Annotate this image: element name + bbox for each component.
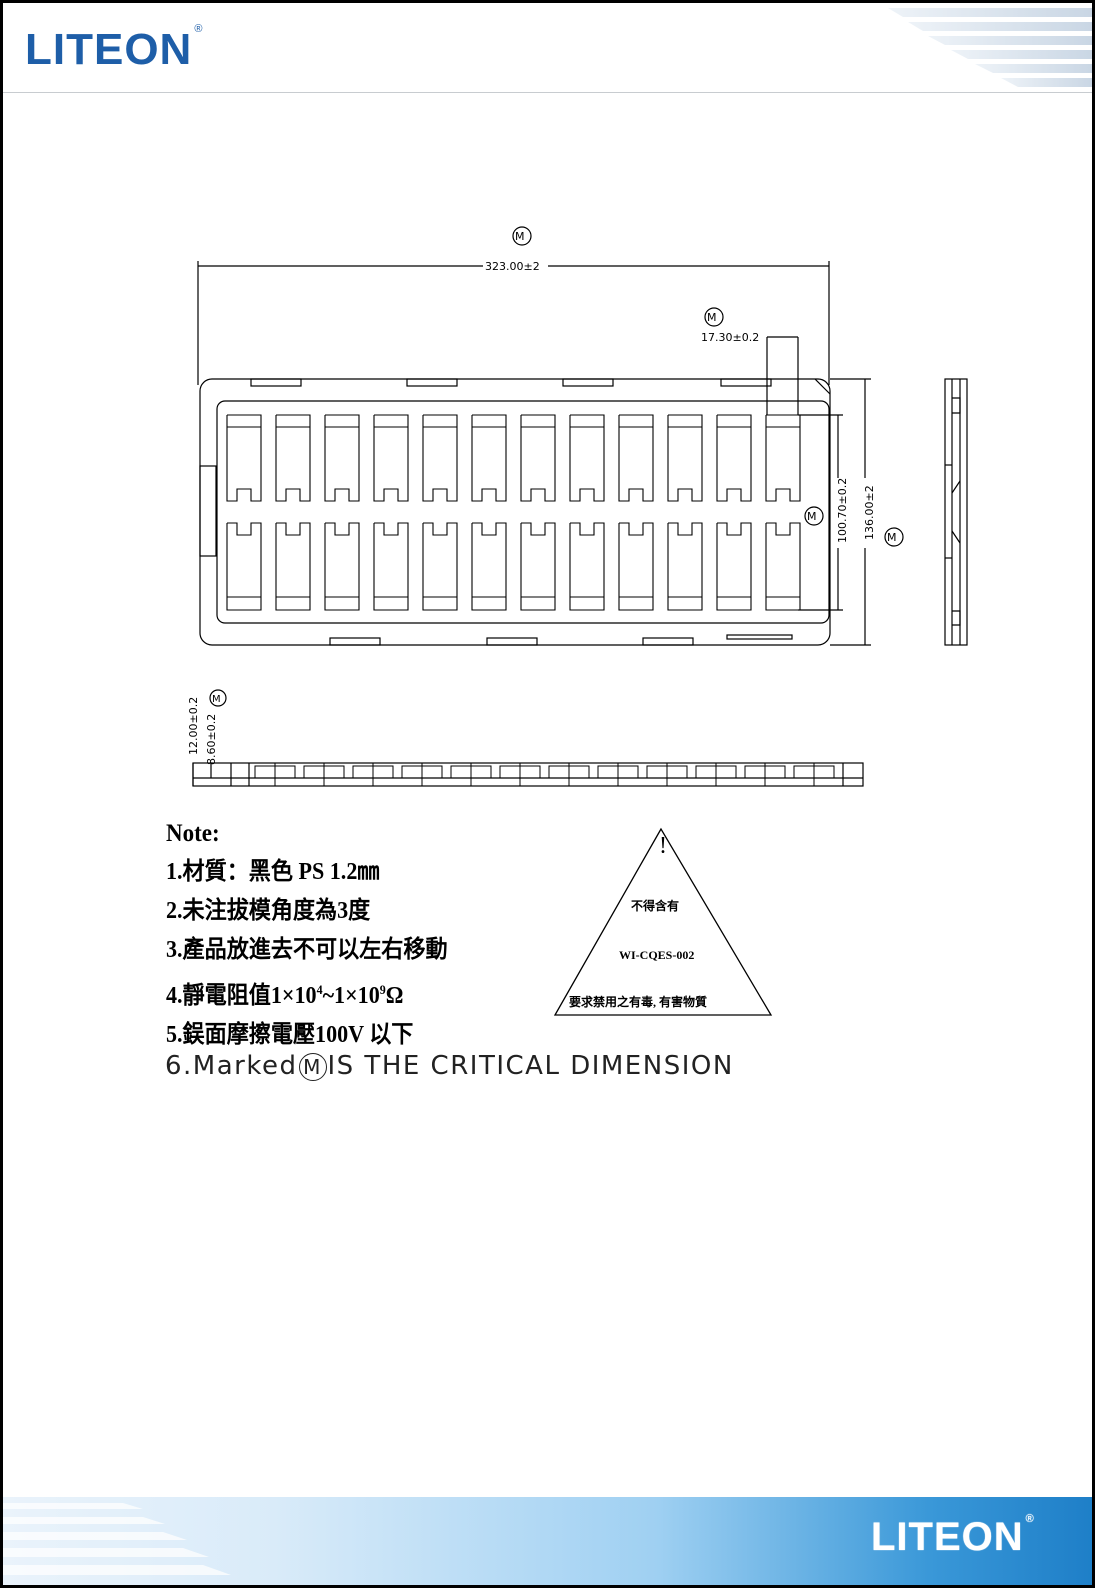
tray-pocket-upper bbox=[325, 415, 359, 501]
notes-block: Note: 1.材質：黑色 PS 1.2㎜ 2.未注拔模角度為3度 3.產品放進… bbox=[166, 815, 472, 1055]
note-1: 1.材質：黑色 PS 1.2㎜ bbox=[166, 853, 448, 892]
dim-depth-label: 8.60±0.2 bbox=[205, 714, 218, 765]
liteon-logo-bottom: LITEON® bbox=[871, 1515, 1035, 1560]
note-5: 5.鋘面摩擦電壓100V 以下 bbox=[166, 1016, 448, 1055]
note-3: 3.產品放進去不可以左右移動 bbox=[166, 931, 448, 970]
exclamation-icon: ! bbox=[659, 833, 667, 860]
critical-mark-outer-width: M bbox=[887, 531, 897, 544]
warning-line-3: 要求禁用之有毒, 有害物質 bbox=[569, 993, 707, 1010]
tray-pocket-upper bbox=[570, 415, 604, 501]
footer-stripes-decoration bbox=[3, 1497, 263, 1585]
notes-title: Note: bbox=[166, 815, 448, 853]
tray-pocket-upper bbox=[227, 415, 261, 501]
tray-pocket-upper bbox=[668, 415, 702, 501]
tray-pocket-upper bbox=[472, 415, 506, 501]
critical-mark-depth: M bbox=[212, 694, 221, 705]
critical-mark-length: M bbox=[515, 230, 525, 243]
dim-pitch-label: 17.30±0.2 bbox=[701, 331, 759, 344]
critical-mark-pitch: M bbox=[707, 311, 717, 324]
critical-mark-circle: M bbox=[299, 1053, 327, 1081]
tray-pocket-upper bbox=[423, 415, 457, 501]
critical-mark-inner-width: M bbox=[807, 510, 817, 523]
tray-pocket-upper bbox=[766, 415, 800, 501]
dim-length-label: 323.00±2 bbox=[485, 260, 540, 273]
dim-height-label: 12.00±0.2 bbox=[187, 697, 200, 755]
warning-line-1: 不得含有 bbox=[631, 897, 679, 914]
tray-pocket-upper bbox=[521, 415, 555, 501]
tray-pocket-upper bbox=[717, 415, 751, 501]
tray-pocket-upper bbox=[619, 415, 653, 501]
tray-pocket-upper bbox=[374, 415, 408, 501]
note-2: 2.未注拔模角度為3度 bbox=[166, 892, 448, 931]
note-4: 4.靜電阻值1×104~1×109Ω bbox=[166, 970, 448, 1016]
dim-inner-width-label: 100.70±0.2 bbox=[836, 478, 849, 543]
tray-pocket-upper bbox=[276, 415, 310, 501]
warning-line-2: WI-CQES-002 bbox=[619, 948, 694, 963]
dim-outer-width-label: 136.00±2 bbox=[863, 485, 876, 540]
